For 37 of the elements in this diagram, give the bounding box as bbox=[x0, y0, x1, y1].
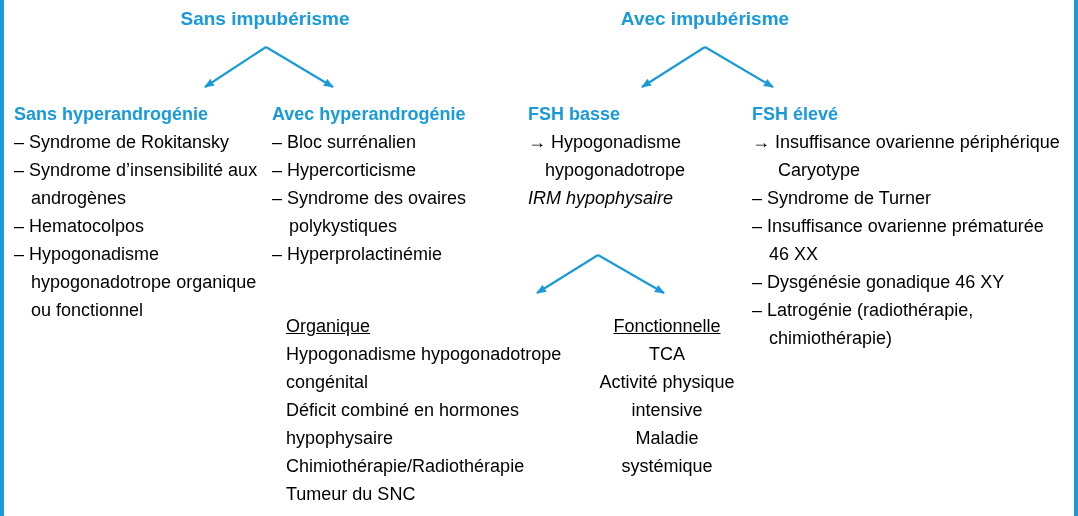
branch-heading: Sans impubérisme bbox=[179, 7, 351, 31]
list-item: IRM hypophysaire bbox=[528, 187, 675, 210]
arrow bbox=[204, 46, 267, 88]
list-item: – Syndrome des ovaires polykystiques bbox=[272, 187, 468, 238]
category-heading: Fonctionnelle bbox=[612, 315, 722, 338]
list-item: TCA bbox=[648, 343, 686, 366]
arrow bbox=[641, 46, 706, 88]
list-item: – Hematocolpos bbox=[14, 215, 146, 238]
list-item: Chimiothérapie/Radiothérapie bbox=[286, 455, 526, 478]
list-item: → Insuffisance ovarienne périphérique bbox=[752, 131, 1061, 154]
category-heading: FSH élevé bbox=[752, 103, 840, 126]
list-item: – Syndrome de Rokitansky bbox=[14, 131, 231, 154]
list-item: – Hypogonadisme hypogonadotrope organique ou fonctionnel bbox=[14, 243, 258, 322]
list-item: – Latrogénie (radiothérapie, chimiothérapie) bbox=[752, 299, 975, 350]
arrow bbox=[597, 254, 665, 294]
arrow bbox=[704, 46, 774, 88]
category-heading: Avec hyperandrogénie bbox=[272, 103, 467, 126]
category-heading: Sans hyperandrogénie bbox=[14, 103, 210, 126]
list-item: – Syndrome de Turner bbox=[752, 187, 933, 210]
arrow bbox=[536, 254, 599, 294]
arrow bbox=[265, 46, 334, 88]
list-item: Tumeur du SNC bbox=[286, 483, 417, 506]
list-item: – Hyperprolactinémie bbox=[272, 243, 444, 266]
list-item: – Insuffisance ovarienne prématurée 46 XX bbox=[752, 215, 1045, 266]
list-item: Activité physique intensive bbox=[598, 371, 736, 422]
list-item: → Hypogonadisme hypogonadotrope bbox=[528, 131, 687, 182]
list-item: – Dysgénésie gonadique 46 XY bbox=[752, 271, 1006, 294]
list-item: – Hypercorticisme bbox=[272, 159, 418, 182]
list-item: – Syndrome d’insensibilité aux androgènes bbox=[14, 159, 259, 210]
category-heading: Organique bbox=[286, 315, 372, 338]
list-item: Caryotype bbox=[777, 159, 862, 182]
list-item: – Bloc surrénalien bbox=[272, 131, 418, 154]
category-heading: FSH basse bbox=[528, 103, 622, 126]
list-item: Maladie systémique bbox=[620, 427, 714, 478]
list-item: Déficit combiné en hormones hypophysaire bbox=[286, 399, 521, 450]
list-item: Hypogonadisme hypogonadotrope congénital bbox=[286, 343, 563, 394]
branch-heading: Avec impubérisme bbox=[619, 7, 791, 31]
